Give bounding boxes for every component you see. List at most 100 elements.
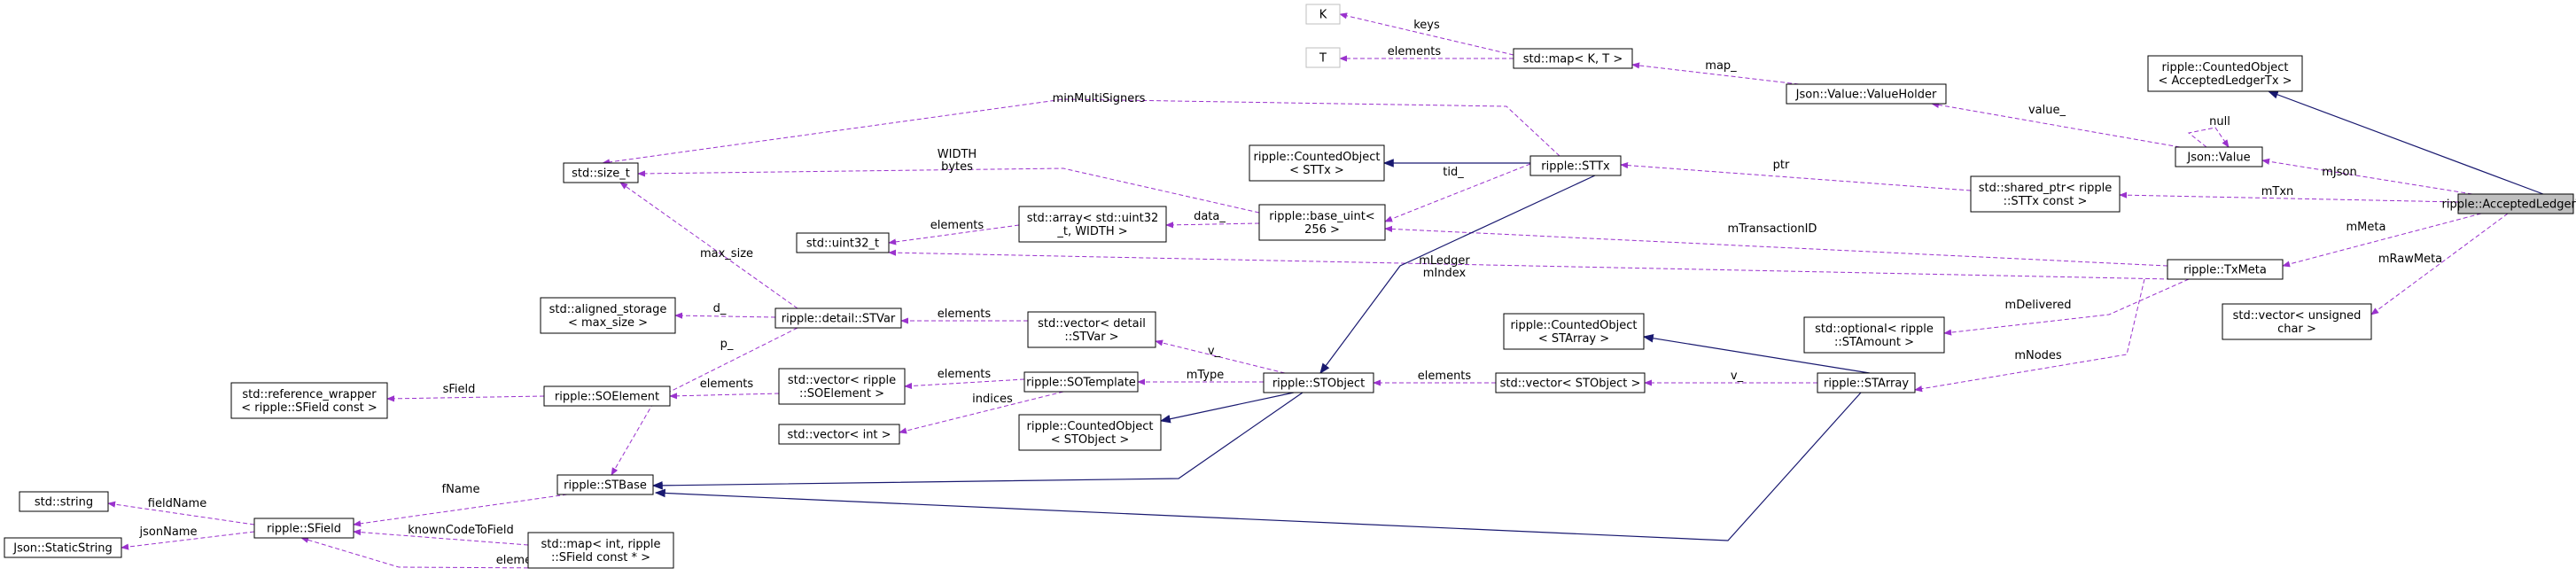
node-label: std::reference_wrapper xyxy=(242,388,377,401)
class-node-counted-sttx[interactable]: ripple::CountedObject< STTx > xyxy=(1249,144,1385,182)
class-node-staticstring[interactable]: Json::StaticString xyxy=(4,537,122,558)
node-label: std::shared_ptr< ripple xyxy=(1979,182,2112,195)
node-label: 256 > xyxy=(1304,223,1340,237)
class-node-aligned[interactable]: std::aligned_storage< max_size > xyxy=(540,297,676,334)
edge-label-elements-stobj: elements xyxy=(1418,370,1472,383)
class-node-sttx[interactable]: ripple::STTx xyxy=(1529,155,1622,176)
usage-edge xyxy=(2261,158,2473,195)
node-label: Json::StaticString xyxy=(12,542,113,556)
node-label: std::map< K, T > xyxy=(1523,53,1623,66)
class-node-array[interactable]: std::array< std::uint32_t, WIDTH > xyxy=(1018,206,1167,243)
node-label: ripple::AcceptedLedgerTx xyxy=(2442,198,2576,212)
node-label: ripple::SOElement xyxy=(555,391,659,404)
usage-edge xyxy=(353,494,568,527)
class-node-base-uint[interactable]: ripple::base_uint<256 > xyxy=(1258,204,1386,241)
inheritance-edge xyxy=(654,392,1862,541)
usage-edge xyxy=(602,98,1560,166)
edge-label-sField: sField xyxy=(443,383,476,396)
edge-label-map-: map_ xyxy=(1705,59,1737,73)
class-node-starray[interactable]: ripple::STArray xyxy=(1817,372,1916,393)
usage-edge xyxy=(121,531,255,550)
class-node-map-kt[interactable]: std::map< K, T > xyxy=(1513,48,1633,69)
node-label: std::map< int, ripple xyxy=(541,538,660,551)
edge-label-fName: fName xyxy=(442,483,480,496)
edge-label-max-size: max_size xyxy=(700,247,753,261)
class-node-T[interactable]: T xyxy=(1305,47,1341,68)
class-node-accepted[interactable]: ripple::AcceptedLedgerTx xyxy=(2442,193,2576,214)
class-node-vec-stvar[interactable]: std::vector< detail::STVar > xyxy=(1027,311,1156,348)
class-node-valueholder[interactable]: Json::Value::ValueHolder xyxy=(1786,83,1947,105)
class-node-uint32[interactable]: std::uint32_t xyxy=(796,232,890,253)
node-label: std::vector< detail xyxy=(1038,317,1146,331)
class-node-K[interactable]: K xyxy=(1305,4,1341,25)
node-label: std::array< std::uint32 xyxy=(1027,212,1159,225)
class-node-txmeta[interactable]: ripple::TxMeta xyxy=(2167,259,2284,280)
class-node-map-int[interactable]: std::map< int, ripple::SField const * > xyxy=(527,532,674,569)
node-label: std::uint32_t xyxy=(806,237,879,251)
node-label: std::vector< ripple xyxy=(788,374,896,387)
class-node-counted-starray[interactable]: ripple::CountedObject< STArray > xyxy=(1503,313,1645,350)
edge-label-mTransactionID: mTransactionID xyxy=(1728,222,1817,236)
usage-edge xyxy=(107,501,255,525)
node-label: ::STAmount > xyxy=(1834,336,1914,349)
node-label: < STObject > xyxy=(1051,433,1130,447)
node-label: ripple::STArray xyxy=(1824,378,1909,391)
edge-label-mTxn: mTxn xyxy=(2261,185,2294,198)
class-node-sfield[interactable]: ripple::SField xyxy=(253,518,354,539)
node-label: ::STTx const > xyxy=(2004,195,2088,208)
class-node-counted-stobject[interactable]: ripple::CountedObject< STObject > xyxy=(1018,414,1162,451)
class-node-json-value[interactable]: Json::Value xyxy=(2175,146,2263,167)
edge-label-data-: data_ xyxy=(1194,210,1226,223)
usage-edge xyxy=(386,395,545,402)
edge-layer xyxy=(107,12,2544,569)
edge-label-mMeta: mMeta xyxy=(2346,221,2386,234)
class-node-string[interactable]: std::string xyxy=(19,491,109,512)
class-node-stvar[interactable]: ripple::detail::STVar xyxy=(774,307,902,329)
class-node-refwrap[interactable]: std::reference_wrapper< ripple::SField c… xyxy=(230,382,388,419)
usage-edge xyxy=(888,224,1020,245)
usage-edge xyxy=(1943,278,2190,336)
node-label: ::SOElement > xyxy=(799,387,884,401)
node-label: std::optional< ripple xyxy=(1815,323,1934,336)
usage-edge xyxy=(674,312,776,319)
usage-edge xyxy=(888,249,2172,280)
usage-edge xyxy=(1384,225,2168,267)
edge-label-elements-T: elements xyxy=(1388,45,1442,58)
edge-label-mType: mType xyxy=(1187,369,1225,382)
node-label: std::aligned_storage xyxy=(549,303,667,316)
class-node-stobject[interactable]: ripple::STObject xyxy=(1263,372,1374,393)
edge-label-keys: keys xyxy=(1413,19,1440,32)
node-label: std::vector< int > xyxy=(787,429,891,442)
edge-label-indices: indices xyxy=(972,393,1013,406)
node-label: Json::Value::ValueHolder xyxy=(1795,89,1937,102)
edge-label-v-arr: v_ xyxy=(1731,370,1744,383)
node-label: < max_size > xyxy=(568,316,648,330)
edge-label-p-: p_ xyxy=(720,338,734,351)
class-node-vec-stobject[interactable]: std::vector< STObject > xyxy=(1495,372,1646,393)
edge-label-mRawMeta: mRawMeta xyxy=(2378,253,2442,266)
node-label: ripple::CountedObject xyxy=(2161,61,2288,74)
edge-label-elements-sotemplate: elements xyxy=(938,368,992,381)
usage-edge xyxy=(1155,339,1286,374)
usage-edge xyxy=(353,529,529,546)
inheritance-edge xyxy=(1642,333,1871,374)
node-label: < AcceptedLedgerTx > xyxy=(2158,74,2292,88)
class-node-soelement[interactable]: ripple::SOElement xyxy=(543,385,671,407)
class-node-vec-soelement[interactable]: std::vector< ripple::SOElement > xyxy=(778,368,906,405)
class-node-shared-ptr[interactable]: std::shared_ptr< ripple::STTx const > xyxy=(1970,175,2121,213)
class-node-size-t[interactable]: std::size_t xyxy=(563,162,639,183)
class-node-stbase[interactable]: ripple::STBase xyxy=(556,474,654,495)
edge-label-ptr: ptr xyxy=(1773,159,1790,172)
node-label: ripple::STObject xyxy=(1272,378,1365,391)
class-node-vec-int[interactable]: std::vector< int > xyxy=(778,424,900,445)
node-label: T xyxy=(1319,52,1327,66)
edge-label-layer: keyselementsmap_value_nullmJsonminMultiS… xyxy=(139,19,2443,567)
class-node-counted-alt[interactable]: ripple::CountedObject< AcceptedLedgerTx … xyxy=(2147,55,2303,92)
node-label: ripple::CountedObject xyxy=(1026,420,1153,433)
class-node-sotemplate[interactable]: ripple::SOTemplate xyxy=(1023,371,1139,393)
class-node-optional[interactable]: std::optional< ripple::STAmount > xyxy=(1803,316,1945,354)
